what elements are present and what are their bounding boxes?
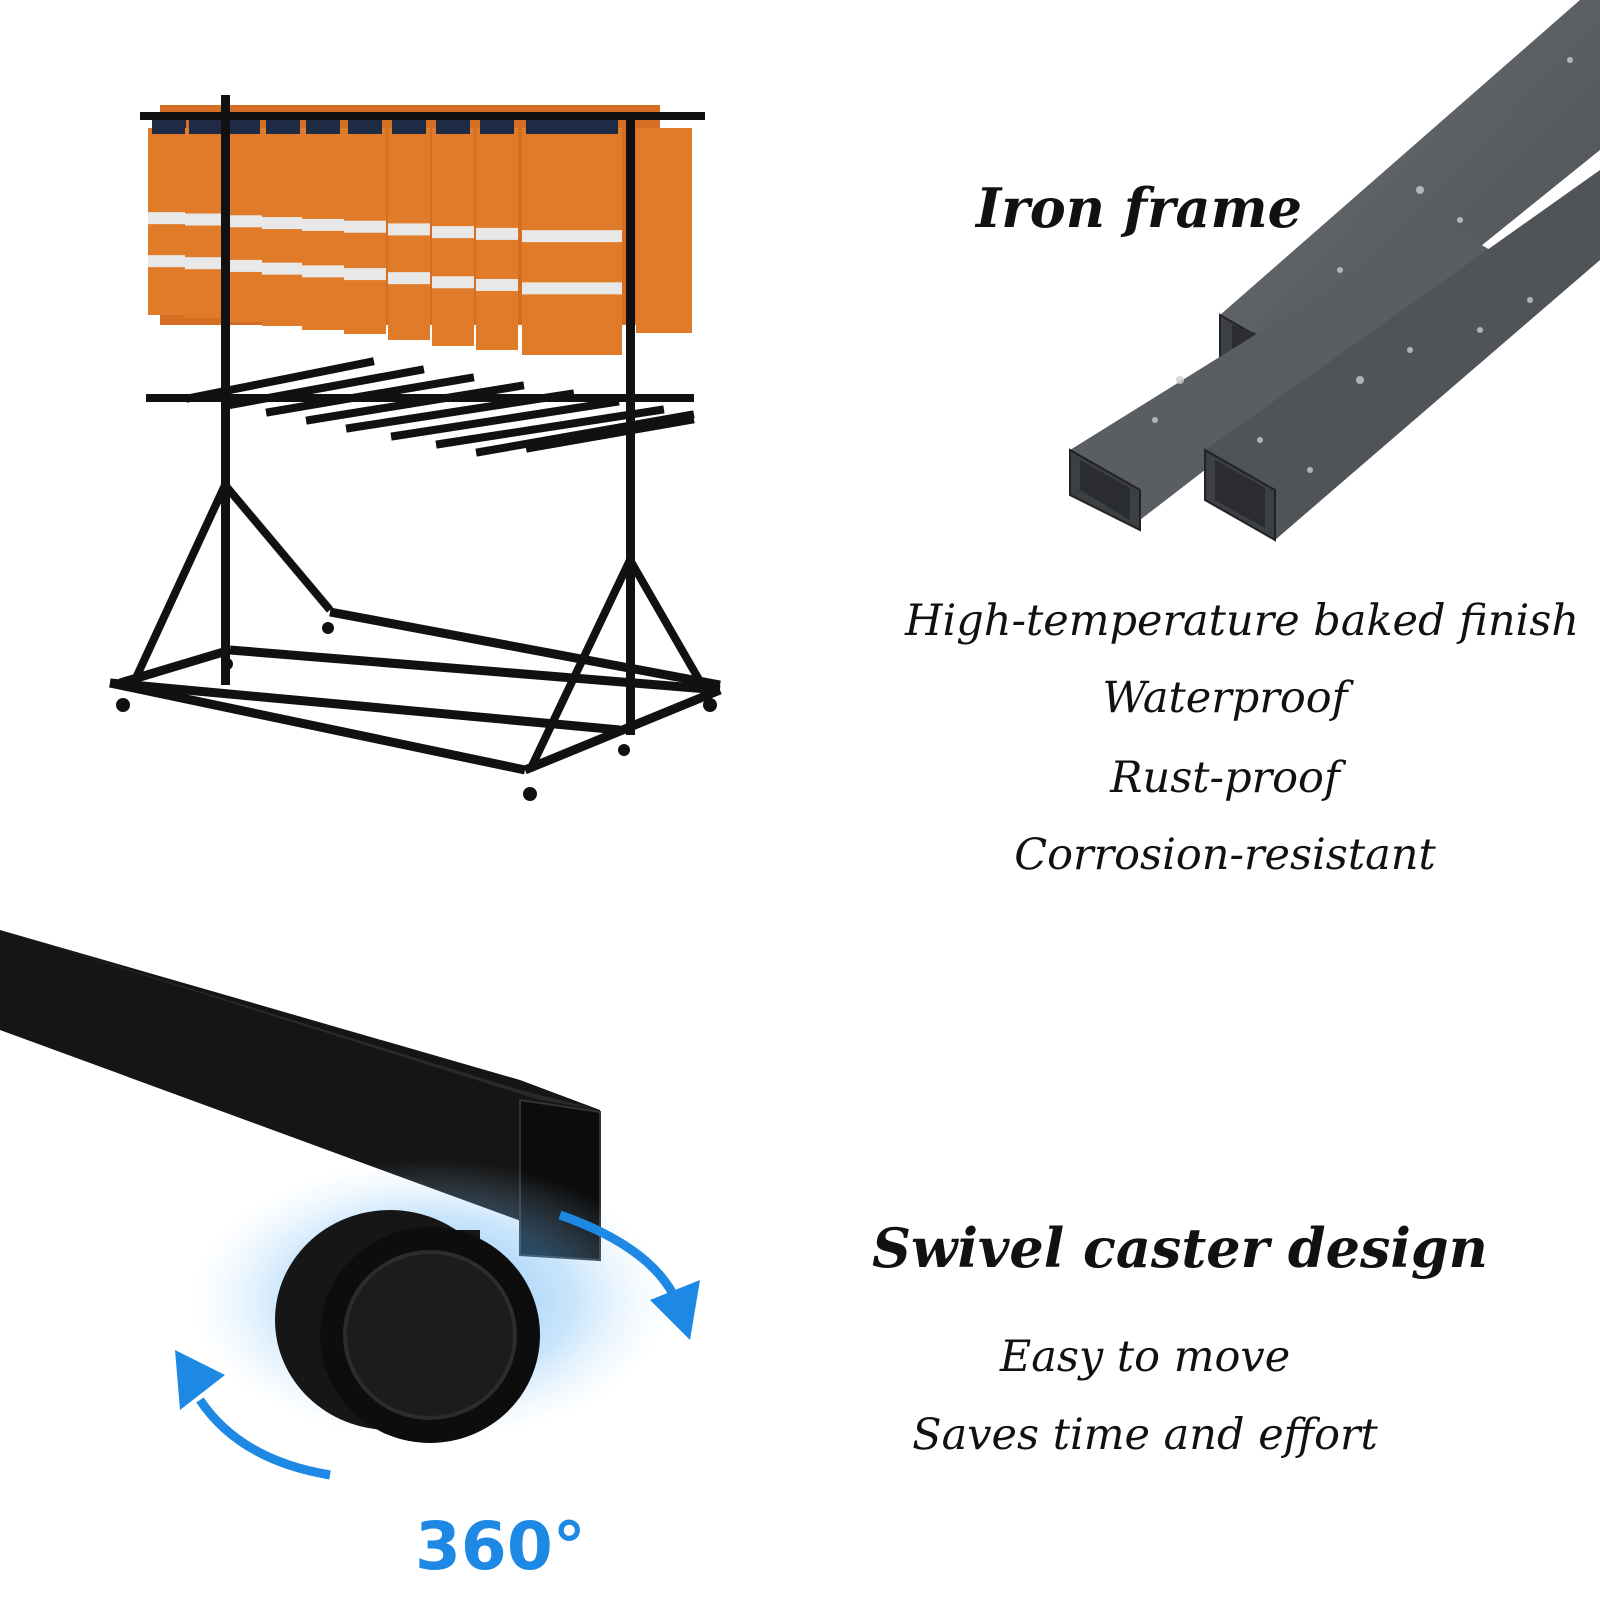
reflective-stripe bbox=[302, 265, 344, 278]
rotation-arrowhead-left-icon bbox=[175, 1350, 225, 1410]
iron-frame-feature-1: High-temperature baked finish bbox=[905, 596, 1580, 646]
vest bbox=[636, 128, 692, 333]
swivel-caster-title: Swivel caster design bbox=[872, 1216, 1488, 1280]
vest-strap bbox=[266, 116, 300, 134]
vest-strap bbox=[436, 116, 470, 134]
iron-tube-right bbox=[1204, 170, 1600, 542]
reflective-stripe bbox=[432, 226, 474, 239]
a-frame-legs bbox=[131, 482, 709, 772]
reflective-stripe bbox=[222, 259, 264, 272]
iron-tube-left bbox=[1069, 220, 1490, 532]
reflective-stripe bbox=[476, 227, 518, 240]
reflective-stripe bbox=[388, 223, 430, 236]
rotation-degree-label: 360° bbox=[415, 1508, 586, 1585]
rack-casters bbox=[116, 622, 717, 801]
water-droplets bbox=[1152, 57, 1573, 473]
vest-strap bbox=[348, 116, 382, 134]
reflective-stripe bbox=[344, 220, 386, 233]
reflective-stripe bbox=[148, 255, 190, 268]
middle-shelf-bars bbox=[146, 357, 695, 457]
vest-row-front bbox=[148, 116, 692, 355]
vest-strap bbox=[526, 116, 618, 134]
vest-strap bbox=[226, 116, 260, 134]
reflective-stripe bbox=[476, 278, 518, 291]
vest-strap bbox=[392, 116, 426, 134]
reflective-stripe bbox=[222, 215, 264, 228]
reflective-stripe bbox=[262, 217, 304, 230]
rack-with-vests-image bbox=[109, 95, 722, 801]
vest-strap bbox=[189, 116, 223, 134]
iron-frame-feature-2: Waterproof bbox=[1102, 673, 1348, 723]
iron-tubes-image bbox=[1069, 0, 1600, 542]
reflective-stripe bbox=[388, 272, 430, 285]
iron-frame-title: Iron frame bbox=[976, 176, 1302, 240]
swivel-caster-feature-2: Saves time and effort bbox=[912, 1410, 1378, 1460]
swivel-caster-feature-1: Easy to move bbox=[999, 1332, 1291, 1382]
reflective-stripe bbox=[344, 268, 386, 281]
caster-wheel bbox=[275, 1210, 540, 1443]
reflective-stripe bbox=[148, 212, 190, 225]
iron-frame-feature-3: Rust-proof bbox=[1110, 753, 1340, 803]
reflective-stripe bbox=[432, 276, 474, 289]
reflective-stripe bbox=[262, 262, 304, 275]
reflective-stripe bbox=[522, 230, 622, 243]
base-frame bbox=[109, 607, 722, 775]
reflective-stripe bbox=[185, 213, 227, 226]
vest-strap bbox=[306, 116, 340, 134]
caster-closeup-image bbox=[0, 930, 700, 1480]
top-hanging-bar bbox=[140, 112, 705, 120]
reflective-stripe bbox=[185, 257, 227, 270]
vest-strap bbox=[480, 116, 514, 134]
reflective-stripe bbox=[522, 282, 622, 295]
vest-strap bbox=[152, 116, 186, 134]
reflective-stripe bbox=[302, 218, 344, 231]
iron-frame-feature-4: Corrosion-resistant bbox=[1014, 830, 1436, 880]
rotation-arrowhead-right-icon bbox=[650, 1280, 700, 1340]
